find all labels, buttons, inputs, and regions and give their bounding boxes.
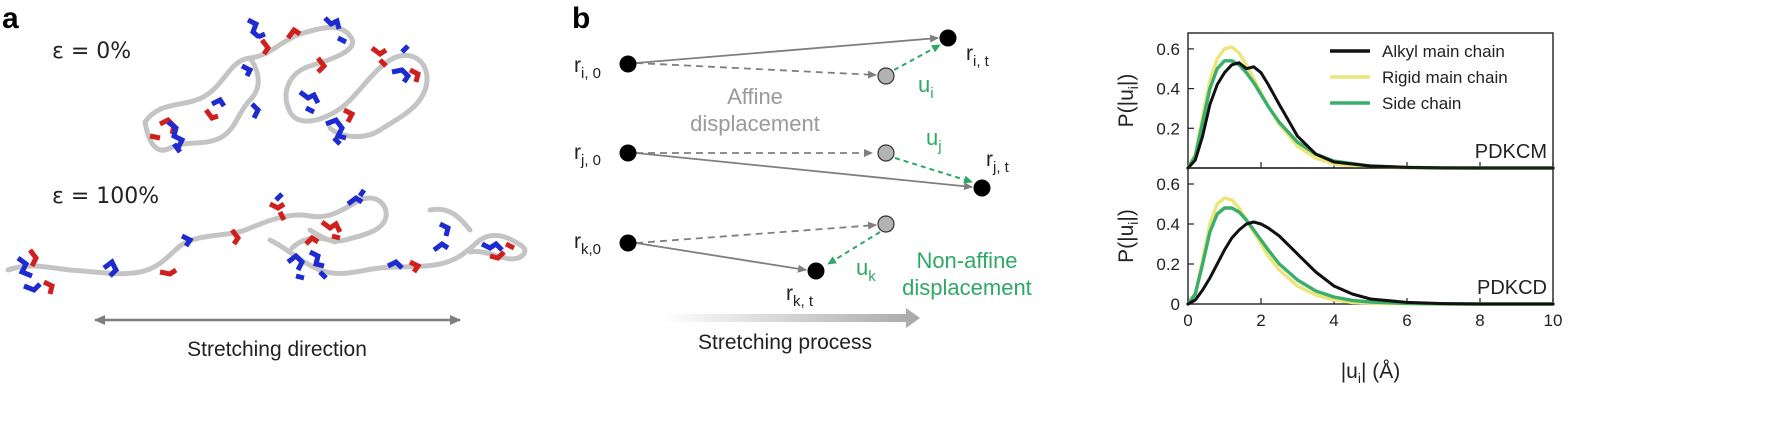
- plot-label: PDKCD: [1477, 277, 1547, 299]
- affine-arrow-i: [635, 62, 877, 79]
- actual-displacement-arrow-j: [635, 152, 973, 191]
- y-axis-title-sub: i: [1125, 222, 1141, 225]
- x-axis-title-suffix: | (Å): [1361, 360, 1400, 383]
- nonaffine-arrow-j: [894, 157, 973, 184]
- x-tick-label: 4: [1329, 311, 1338, 330]
- panel-b: b ri, 0 ri, t rj, 0 rj, t rk,0 rk, t ui …: [572, 2, 1032, 354]
- series-line-side-chain: [1186, 206, 1555, 306]
- label-rit: ri, t: [966, 42, 990, 70]
- series-line-alkyl-main-chain: [1186, 61, 1555, 170]
- stretching-direction-label: Stretching direction: [187, 338, 367, 361]
- y-axis-title: P(|ui|): [1115, 74, 1141, 128]
- legend-entry: Side chain: [1382, 94, 1461, 113]
- legend-entry: Rigid main chain: [1382, 68, 1508, 87]
- affine-label-line1: Affine: [727, 84, 783, 109]
- affine-arrow-k: [635, 221, 877, 244]
- x-tick-label: 10: [1544, 311, 1563, 330]
- node-rkt: [807, 262, 825, 280]
- y-axis-title-prefix: P(|u: [1115, 225, 1138, 263]
- molecule-clusters-unstretched: [149, 16, 421, 154]
- label-ui: ui: [918, 72, 934, 102]
- y-tick-label: 0.6: [1156, 175, 1180, 194]
- y-tick-label: 0.6: [1156, 40, 1180, 59]
- label-uj: uj: [926, 125, 942, 155]
- node-rk0: [619, 234, 637, 252]
- stretching-process-label: Stretching process: [698, 331, 872, 354]
- label-rk0: rk,0: [574, 230, 601, 258]
- panel-a: a ε = 0% ε = 100%: [2, 2, 528, 361]
- y-tick-label: 0.2: [1156, 255, 1180, 274]
- node-rit: [939, 29, 957, 47]
- nonaffine-label-line1: Non-affine: [916, 248, 1017, 273]
- x-axis-title: |ui| (Å): [1341, 360, 1401, 386]
- y-tick-label: 0.4: [1156, 215, 1180, 234]
- x-tick-label: 0: [1183, 311, 1192, 330]
- node-rjt: [973, 179, 991, 197]
- x-tick-label: 6: [1402, 311, 1411, 330]
- polymer-chain-unstretched: [142, 25, 430, 153]
- legend-entry: Alkyl main chain: [1382, 42, 1505, 61]
- y-tick-label: 0.4: [1156, 80, 1180, 99]
- plot-label: PDKCM: [1475, 141, 1547, 163]
- actual-displacement-arrow-i: [635, 34, 939, 64]
- label-rkt: rk, t: [786, 282, 814, 310]
- strain-label-100: ε = 100%: [52, 184, 159, 209]
- x-axis-title-sub: i: [1358, 370, 1361, 386]
- label-rjt: rj, t: [986, 148, 1010, 176]
- affine-label-line2: displacement: [690, 111, 820, 136]
- x-tick-label: 8: [1475, 311, 1484, 330]
- y-axis-title-suffix: |): [1115, 209, 1138, 221]
- stretching-process-arrow: [660, 308, 920, 328]
- y-axis-title-suffix: |): [1115, 74, 1138, 86]
- nonaffine-arrow-i: [893, 44, 941, 71]
- label-uk: uk: [856, 255, 876, 285]
- nonaffine-arrow-k: [827, 231, 881, 265]
- panel-letter-b: b: [572, 2, 590, 35]
- node-affine-j: [877, 144, 895, 162]
- actual-displacement-arrow-k: [635, 242, 807, 273]
- molecule-clusters-stretched: [16, 188, 516, 295]
- label-ri0: ri, 0: [574, 54, 601, 82]
- x-tick-label: 2: [1256, 311, 1265, 330]
- y-axis-title-sub: i: [1125, 86, 1141, 89]
- series-line-alkyl-main-chain: [1186, 220, 1555, 306]
- node-rj0: [619, 144, 637, 162]
- x-axis-title-prefix: |u: [1341, 360, 1358, 383]
- y-tick-label: 0: [1171, 295, 1180, 314]
- y-axis-title-prefix: P(|u: [1115, 89, 1138, 127]
- panel-letter-a: a: [2, 2, 19, 35]
- y-axis-title: P(|ui|): [1115, 209, 1141, 263]
- node-ri0: [619, 55, 637, 73]
- node-affine-i: [877, 67, 895, 85]
- strain-label-0: ε = 0%: [52, 39, 131, 64]
- node-affine-k: [877, 215, 895, 233]
- nonaffine-label-line2: displacement: [902, 275, 1032, 300]
- label-rj0: rj, 0: [574, 141, 601, 169]
- y-tick-label: 0.2: [1156, 119, 1180, 138]
